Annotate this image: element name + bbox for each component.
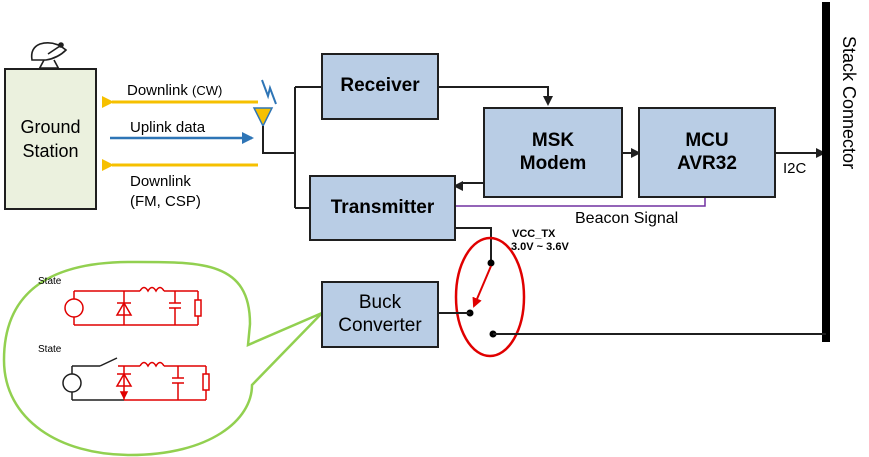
transmitter-block: Transmitter xyxy=(309,175,456,241)
transmitter-power-line xyxy=(455,227,492,262)
downlink-cw-label: Downlink (CW) xyxy=(127,82,222,99)
buck-converter-block: Buck Converter xyxy=(321,281,439,348)
msk-modem-block: MSK Modem xyxy=(483,107,623,198)
beacon-line xyxy=(455,196,706,207)
state-label-top: State xyxy=(38,276,62,287)
mcu-line2: AVR32 xyxy=(677,152,737,174)
stack-connector-label: Stack Connector xyxy=(839,36,859,170)
transmitter-label: Transmitter xyxy=(330,196,435,218)
state-label-bottom: State xyxy=(38,344,62,355)
switch-arm xyxy=(472,265,492,308)
i2c-label: I2C xyxy=(783,160,807,177)
msk-line1: MSK xyxy=(531,129,575,151)
buck-line1: Buck xyxy=(358,291,402,313)
uplink-label: Uplink data xyxy=(130,119,206,136)
circuit-top xyxy=(64,286,202,326)
mcu-line1: MCU xyxy=(685,129,729,151)
stack-connector-bar xyxy=(822,2,830,342)
downlink-fm-line2: (FM, CSP) xyxy=(130,192,201,210)
antenna-bus xyxy=(262,132,295,154)
ground-station-box: Ground Station xyxy=(4,68,97,210)
ground-station-line2: Station xyxy=(22,141,79,161)
ground-station-line1: Ground xyxy=(20,116,81,137)
receiver-label: Receiver xyxy=(340,75,420,97)
antenna-icon xyxy=(252,107,274,132)
callout-bubble xyxy=(2,260,323,457)
vcc-label: VCC_TX xyxy=(512,228,556,240)
modem-to-transmitter xyxy=(453,181,484,191)
downlink-cw-text: Downlink xyxy=(127,82,188,99)
buck-line2: Converter xyxy=(338,314,422,336)
vcc-range-label: 3.0V ~ 3.6V xyxy=(511,241,569,253)
downlink-fm-label: Downlink (FM, CSP) xyxy=(130,172,201,211)
circuit-bottom xyxy=(62,357,210,401)
receiver-to-modem xyxy=(438,86,553,106)
downlink-cw-suffix: (CW) xyxy=(192,83,223,98)
downlink-fm-line1: Downlink xyxy=(130,173,191,190)
signal-bolt-icon xyxy=(261,79,277,105)
beacon-signal-label: Beacon Signal xyxy=(575,210,679,227)
msk-line2: Modem xyxy=(519,152,587,174)
receiver-block: Receiver xyxy=(321,53,439,120)
mcu-block: MCU AVR32 xyxy=(638,107,776,198)
switch-ring xyxy=(454,236,526,358)
